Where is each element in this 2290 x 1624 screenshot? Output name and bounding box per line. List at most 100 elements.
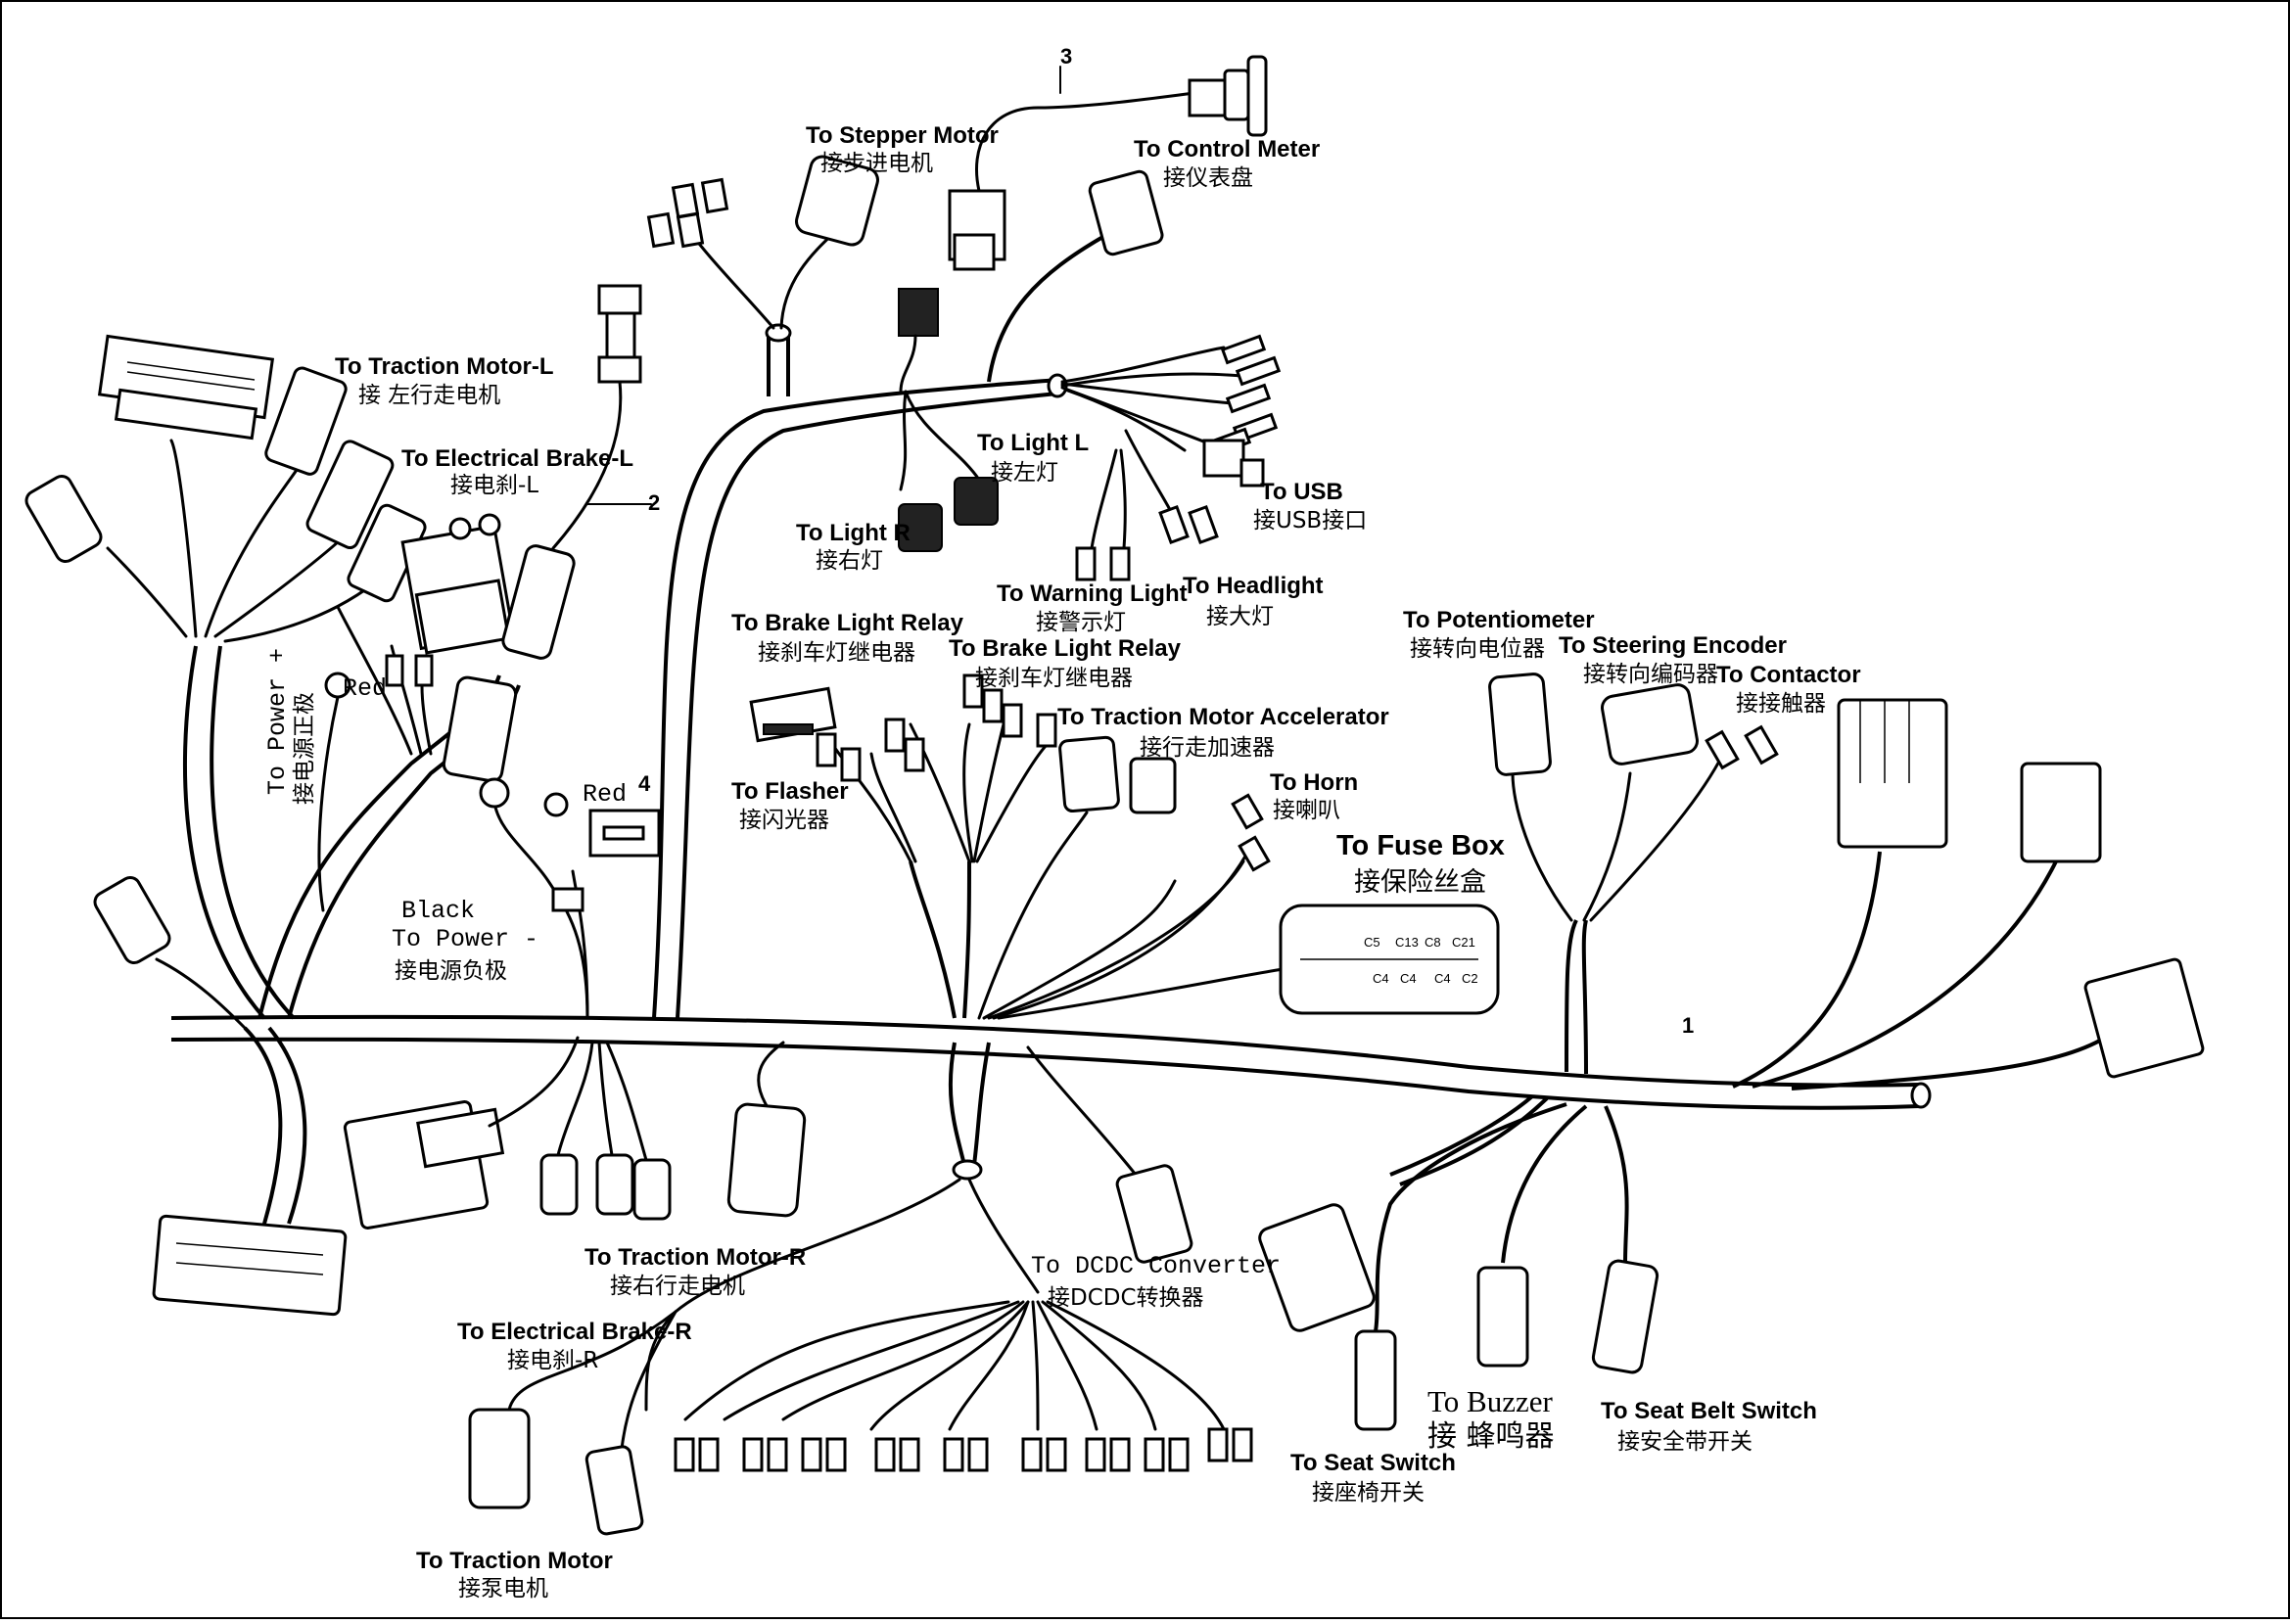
control-meter-label: To Control Meter bbox=[1134, 136, 1320, 162]
seat-belt-connector bbox=[1591, 1259, 1659, 1374]
fuse-slot: C8 bbox=[1425, 935, 1441, 950]
ebrake-l-plug bbox=[305, 440, 395, 550]
pump-motor-branch bbox=[468, 1310, 678, 1536]
potentiometer-label: To Potentiometer bbox=[1403, 607, 1595, 633]
pump-motor-plug-2 bbox=[584, 1445, 644, 1536]
flasher-label-cn: 接闪光器 bbox=[739, 808, 829, 833]
fuse-slot: C4 bbox=[1434, 971, 1451, 986]
brake-light-relay-2-label-cn: 接刹车灯继电器 bbox=[975, 666, 1133, 691]
fuse-slot: C2 bbox=[1462, 971, 1478, 986]
steering-encoder-label-cn: 接转向编码器 bbox=[1583, 662, 1718, 687]
stepper-motor-plug bbox=[795, 155, 879, 247]
usb-light-branch bbox=[898, 334, 1282, 581]
red-label-2: Red bbox=[583, 780, 627, 809]
callout-3: 3 bbox=[1060, 44, 1072, 69]
traction-motor-r-label-cn: 接右行走电机 bbox=[610, 1274, 745, 1299]
fuse-slot: C5 bbox=[1364, 935, 1380, 950]
electrical-brake-l bbox=[400, 513, 515, 655]
fuse-box-label-cn: 接保险丝盒 bbox=[1354, 867, 1486, 898]
usb-label-cn: 接USB接口 bbox=[1253, 508, 1367, 534]
top-center-cluster bbox=[646, 55, 1268, 396]
power-plus-label-group: To Power + bbox=[263, 648, 292, 795]
lower-left-cluster bbox=[93, 876, 580, 1317]
brake-light-relay-1-label-cn: 接刹车灯继电器 bbox=[758, 640, 915, 666]
red-label-1: Red bbox=[343, 674, 387, 703]
control-meter-label-cn: 接仪表盘 bbox=[1163, 165, 1253, 191]
usb-connector bbox=[1202, 439, 1245, 478]
buzzer-connector bbox=[1476, 1266, 1529, 1368]
ebrake-r-label: To Electrical Brake-R bbox=[457, 1319, 692, 1345]
dcdc-label: To DCDC Converter bbox=[1031, 1252, 1281, 1280]
pump-motor-label: To Traction Motor bbox=[416, 1548, 613, 1574]
light-r-connector bbox=[898, 503, 943, 552]
brake-light-relay-2-label: To Brake Light Relay bbox=[949, 635, 1182, 662]
fuse-slot: C21 bbox=[1452, 935, 1475, 950]
horn-label-cn: 接喇叭 bbox=[1273, 798, 1340, 823]
potentiometer-label-cn: 接转向电位器 bbox=[1410, 636, 1545, 662]
power-plus-label-cn: 接电源正极 bbox=[292, 692, 317, 805]
ebrake-l-label-cn: 接电刹-L bbox=[450, 473, 538, 498]
control-meter-connector bbox=[1088, 169, 1164, 256]
bottom-spade-fan bbox=[644, 1042, 1253, 1472]
contactor-label-cn: 接接触器 bbox=[1736, 691, 1826, 717]
traction-motor-l-label: To Traction Motor-L bbox=[335, 353, 554, 380]
warning-light-label-cn: 接警示灯 bbox=[1036, 610, 1126, 635]
power-plus-label-cn-group: 接电源正极 bbox=[292, 692, 317, 805]
contactor-label: To Contactor bbox=[1716, 662, 1861, 688]
headlight-label-cn: 接大灯 bbox=[1206, 604, 1274, 629]
callout-numbers: 3 2 4 1 bbox=[638, 44, 1694, 1038]
fuse-box-label: To Fuse Box bbox=[1336, 830, 1505, 861]
right-cluster bbox=[1488, 673, 2205, 1090]
light-l-connector bbox=[954, 477, 999, 526]
light-r-label: To Light R bbox=[796, 520, 911, 546]
buzzer-label-cn: 接 蜂鸣器 bbox=[1427, 1419, 1555, 1454]
seat-belt-label-cn: 接安全带开关 bbox=[1617, 1429, 1753, 1455]
seat-buzzer-belt-branch bbox=[1258, 1094, 1659, 1431]
power-plus-branch bbox=[257, 605, 521, 1019]
light-l-label: To Light L bbox=[977, 430, 1089, 456]
steering-encoder-plug bbox=[1601, 683, 1699, 766]
power-minus-branch bbox=[479, 777, 661, 1020]
callout-2: 2 bbox=[648, 490, 660, 515]
traction-motor-r-branch bbox=[539, 1041, 672, 1221]
fuse-slot: C13 bbox=[1395, 935, 1419, 950]
seat-switch-label: To Seat Switch bbox=[1290, 1450, 1456, 1476]
contactor-connector bbox=[1837, 698, 1948, 849]
traction-motor-l-label-cn: 接 左行走电机 bbox=[358, 383, 500, 408]
brake-light-relay-1-label: To Brake Light Relay bbox=[731, 610, 964, 636]
power-plus-label: To Power + bbox=[263, 648, 292, 795]
seat-switch-connector bbox=[1354, 1329, 1397, 1431]
left-plug bbox=[24, 475, 103, 563]
potentiometer-plug bbox=[1488, 673, 1552, 776]
traction-motor-l-plug bbox=[264, 366, 348, 476]
power-connector-2 bbox=[501, 284, 652, 660]
horn-label: To Horn bbox=[1270, 769, 1358, 796]
fuse-slots: C5 C13 C8 C21 C4 C4 C4 C2 bbox=[1364, 935, 1478, 986]
seat-belt-label: To Seat Belt Switch bbox=[1601, 1398, 1817, 1424]
steering-encoder-label: To Steering Encoder bbox=[1559, 632, 1787, 659]
pump-motor-label-cn: 接泵电机 bbox=[458, 1576, 548, 1601]
accelerator-plug bbox=[1058, 735, 1120, 813]
light-l-label-cn: 接左灯 bbox=[991, 460, 1058, 486]
ebrake-l-label: To Electrical Brake-L bbox=[401, 445, 633, 472]
fuse-slot: C4 bbox=[1400, 971, 1417, 986]
fuse-slot: C4 bbox=[1373, 971, 1389, 986]
accelerator-label: To Traction Motor Accelerator bbox=[1057, 704, 1389, 730]
dcdc-connector bbox=[1115, 1164, 1193, 1264]
callout-4: 4 bbox=[638, 771, 651, 796]
ebrake-r-label-cn: 接电刹-R bbox=[507, 1348, 598, 1373]
power-minus-label-cn: 接电源负极 bbox=[395, 958, 507, 984]
stepper-motor-label: To Stepper Motor bbox=[806, 122, 999, 149]
traction-motor-l-branch bbox=[24, 334, 515, 1020]
stepper-motor-label-cn: 接步进电机 bbox=[820, 151, 933, 176]
multi-plug bbox=[442, 675, 518, 783]
lower-left-ecu-connector bbox=[152, 1214, 348, 1317]
dcdc-branch bbox=[1026, 1045, 1193, 1264]
traction-motor-l-connector bbox=[97, 334, 275, 441]
black-label: Black bbox=[401, 897, 475, 925]
center-lower-connector bbox=[726, 1041, 807, 1218]
buzzer-label: To Buzzer bbox=[1427, 1384, 1553, 1418]
pump-motor-plug-1 bbox=[468, 1408, 531, 1509]
usb-label: To USB bbox=[1260, 479, 1343, 505]
